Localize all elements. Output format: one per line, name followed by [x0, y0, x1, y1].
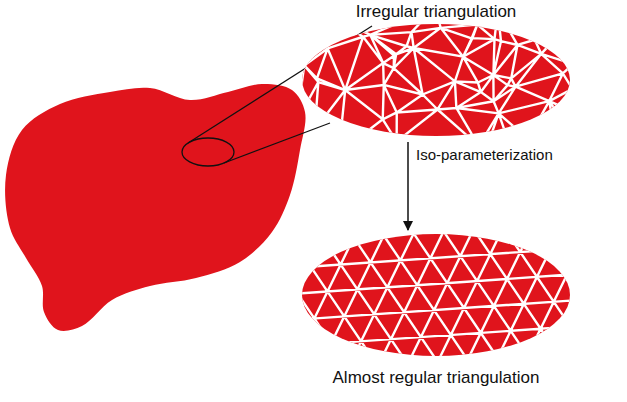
mesh-ellipse	[300, 22, 572, 138]
mesh-panel: Almost regular triangulation	[300, 232, 572, 398]
mesh-ellipse	[300, 232, 572, 358]
panel-heading: Irregular triangulation	[300, 2, 572, 22]
flow-arrow	[407, 142, 409, 230]
mesh-panel: Irregular triangulation	[300, 0, 572, 140]
arrow-label: Iso-parameterization	[414, 146, 555, 164]
panel-heading: Almost regular triangulation	[300, 368, 572, 388]
regular-mesh	[300, 232, 572, 358]
organ-shape	[5, 84, 305, 331]
zoom-line	[224, 123, 330, 163]
irregular-mesh	[300, 22, 572, 138]
